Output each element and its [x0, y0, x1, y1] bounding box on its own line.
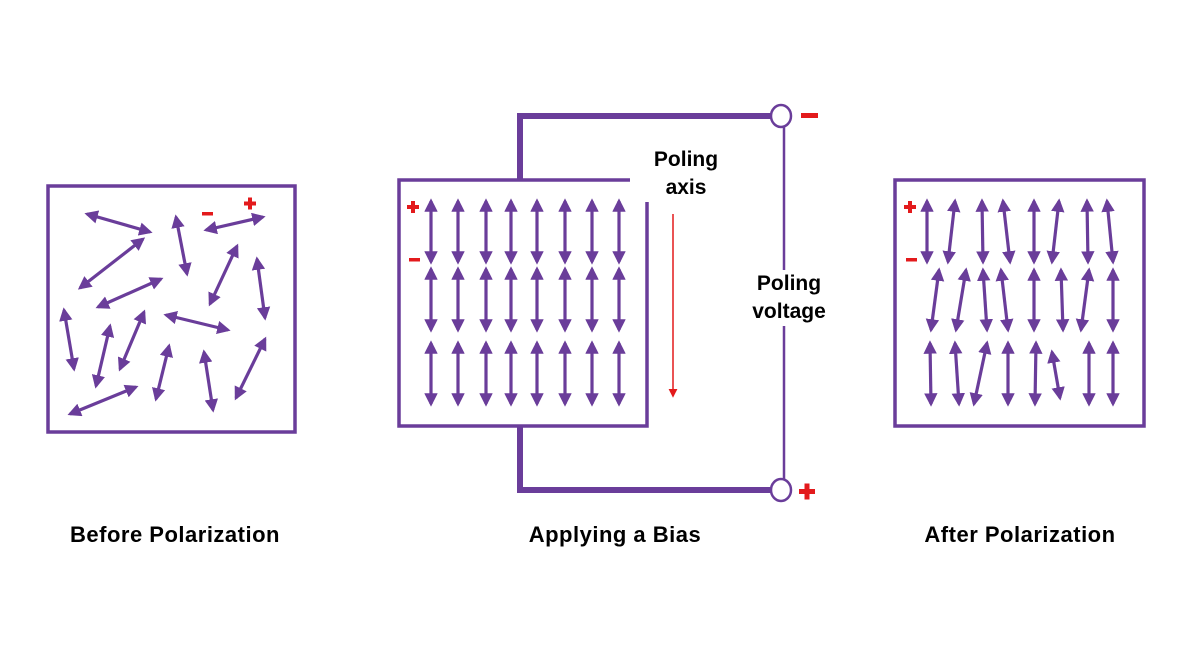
caption-before-polarization: Before Polarization: [70, 522, 280, 547]
poling-axis-line-2: axis: [665, 176, 707, 199]
dipole-arrow: [117, 309, 147, 372]
dipole-arrow: [1047, 349, 1065, 401]
dipole-arrow: [59, 307, 79, 372]
dipole-arrow: [163, 310, 231, 335]
dipole-arrow: [77, 237, 146, 290]
dipole-arrow: [923, 340, 938, 407]
minus-sign-after: [906, 258, 917, 262]
dipoles-bias: [424, 198, 626, 407]
dipole-arrow: [948, 340, 966, 407]
dipole-arrow: [67, 384, 139, 417]
dipole-arrow: [152, 343, 173, 402]
dipole-arrow: [1028, 340, 1043, 407]
poling-axis-label: Poling axis: [630, 146, 742, 202]
poling-voltage-line-1: Poling: [756, 272, 822, 295]
poling-voltage-line-2: voltage: [752, 300, 826, 323]
dipole-arrow: [1054, 267, 1070, 333]
dipole-arrow: [84, 210, 153, 236]
dipole-arrow: [942, 198, 961, 265]
dipole-arrow: [969, 340, 992, 407]
negative-terminal[interactable]: [769, 103, 793, 129]
dipole-arrow: [91, 323, 115, 389]
frame-bias: [397, 178, 649, 428]
dipole-arrow: [95, 277, 164, 309]
dipole-arrow: [251, 256, 271, 321]
plus-sign-after: [904, 201, 916, 213]
dipole-arrow: [203, 212, 266, 235]
dipoles-after: [920, 198, 1120, 407]
positive-terminal[interactable]: [769, 477, 793, 503]
frame-before: [46, 184, 297, 434]
dipole-arrow: [208, 243, 239, 307]
dipole-arrow: [1080, 198, 1095, 265]
dipole-arrow: [1075, 267, 1095, 333]
charge-signs: [202, 113, 917, 500]
caption-after-polarization: After Polarization: [924, 522, 1116, 547]
minus-sign-bias: [409, 258, 420, 262]
caption-applying-bias: Applying a Bias: [528, 522, 702, 547]
bottom-wire: [517, 426, 771, 493]
dipole-arrow: [171, 214, 192, 277]
dipole-arrow: [997, 198, 1016, 265]
minus-sign-terminal: [801, 113, 818, 118]
dipoles-before: [59, 210, 271, 417]
dipole-arrow: [995, 267, 1014, 333]
dipole-arrow: [234, 336, 267, 401]
dipole-arrow: [199, 349, 218, 413]
top-wire: [517, 113, 771, 181]
dipole-arrow: [1046, 198, 1065, 265]
minus-sign-before: [202, 212, 213, 216]
dipole-arrow: [1101, 198, 1119, 265]
poling-voltage-label: Poling voltage: [732, 270, 846, 326]
dipole-arrow: [951, 267, 971, 333]
dipole-arrow: [975, 198, 990, 265]
poling-axis-line-1: Poling: [653, 148, 719, 171]
plus-sign-before: [244, 197, 256, 210]
dipole-arrow: [977, 267, 993, 333]
plus-sign-bias: [407, 201, 419, 213]
plus-sign-terminal: [799, 483, 815, 500]
dipole-arrow: [925, 267, 945, 333]
